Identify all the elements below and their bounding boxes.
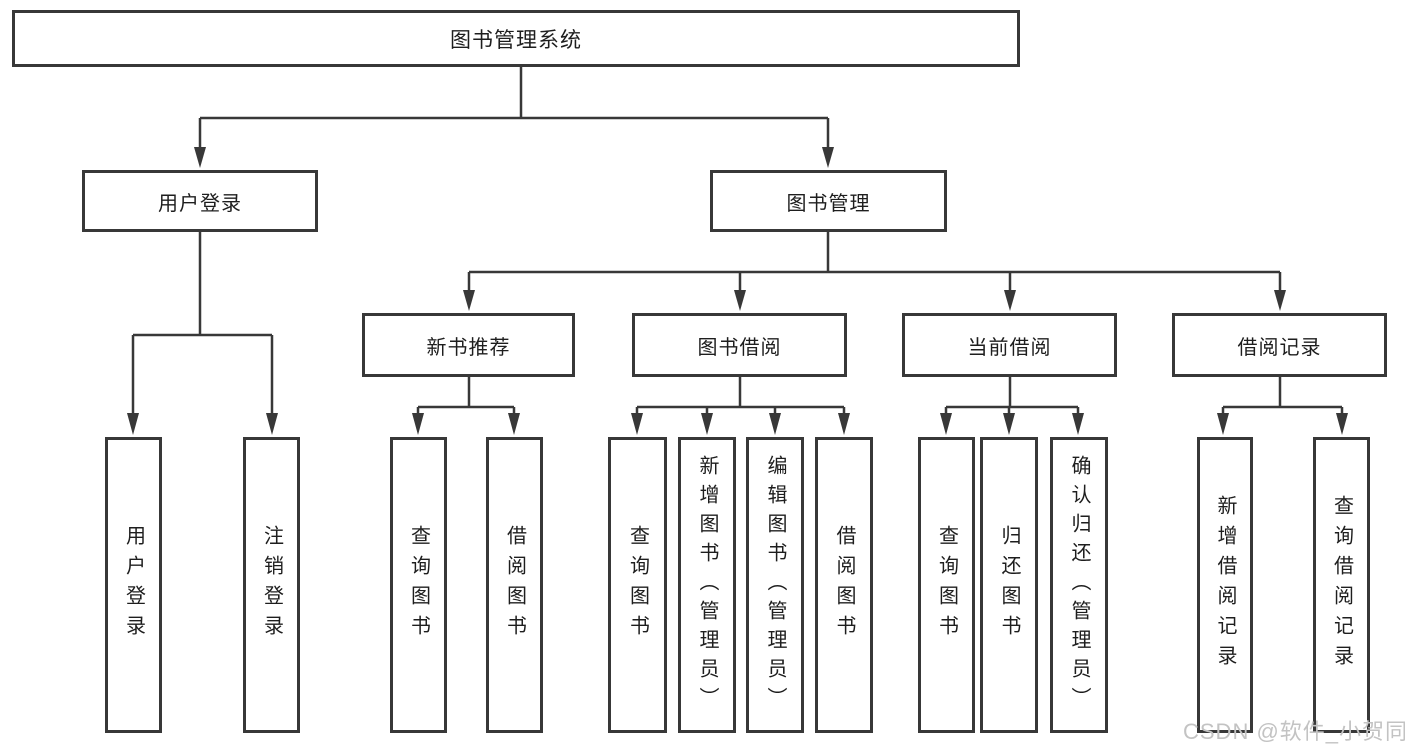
leaf-confirm-return-admin: 确认归还（管理员） xyxy=(1050,437,1108,733)
leaf-user-login-label: 用户登录 xyxy=(122,525,145,645)
node-book-borrowing-label: 图书借阅 xyxy=(697,336,782,359)
leaf-return-books: 归还图书 xyxy=(980,437,1038,733)
node-book-borrowing: 图书借阅 xyxy=(632,313,847,377)
node-borrow-records-label: 借阅记录 xyxy=(1237,336,1322,359)
leaf-query-books-borrowing-label: 查询图书 xyxy=(626,525,649,645)
leaf-logout-label: 注销登录 xyxy=(260,525,283,645)
connector-segments xyxy=(131,67,1344,414)
node-book-management-label: 图书管理 xyxy=(786,192,871,215)
csdn-watermark: CSDN @软件_小贺同学 xyxy=(1183,719,1405,744)
node-root-label: 图书管理系统 xyxy=(450,28,582,52)
arrowheads xyxy=(127,147,1348,435)
leaf-query-books-recommend-label: 查询图书 xyxy=(407,525,430,645)
leaf-borrow-books-borrowing: 借阅图书 xyxy=(815,437,873,733)
leaf-add-books-admin-label: 新增图书（管理员） xyxy=(696,454,718,716)
leaf-query-borrow-record: 查询借阅记录 xyxy=(1313,437,1370,733)
leaf-query-books-current-label: 查询图书 xyxy=(935,525,958,645)
node-user-login: 用户登录 xyxy=(82,170,318,232)
node-new-book-recommend-label: 新书推荐 xyxy=(426,336,511,359)
node-borrow-records: 借阅记录 xyxy=(1172,313,1387,377)
leaf-query-books-borrowing: 查询图书 xyxy=(608,437,667,733)
leaf-logout: 注销登录 xyxy=(243,437,300,733)
leaf-borrow-books-recommend-label: 借阅图书 xyxy=(503,525,526,645)
leaf-edit-books-admin-label: 编辑图书（管理员） xyxy=(764,454,786,716)
leaf-add-borrow-record-label: 新增借阅记录 xyxy=(1214,495,1236,675)
node-user-login-label: 用户登录 xyxy=(158,192,242,215)
leaf-borrow-books-borrowing-label: 借阅图书 xyxy=(833,525,855,645)
leaf-user-login: 用户登录 xyxy=(105,437,162,733)
leaf-return-books-label: 归还图书 xyxy=(998,525,1020,645)
node-current-borrowing: 当前借阅 xyxy=(902,313,1117,377)
leaf-query-books-recommend: 查询图书 xyxy=(390,437,447,733)
node-root-system: 图书管理系统 xyxy=(12,10,1020,67)
leaf-query-borrow-record-label: 查询借阅记录 xyxy=(1330,495,1353,675)
leaf-add-borrow-record: 新增借阅记录 xyxy=(1197,437,1253,733)
leaf-query-books-current: 查询图书 xyxy=(918,437,975,733)
leaf-edit-books-admin: 编辑图书（管理员） xyxy=(746,437,804,733)
leaf-add-books-admin: 新增图书（管理员） xyxy=(678,437,736,733)
leaf-borrow-books-recommend: 借阅图书 xyxy=(486,437,543,733)
node-current-borrowing-label: 当前借阅 xyxy=(967,336,1052,359)
node-new-book-recommend: 新书推荐 xyxy=(362,313,575,377)
node-book-management: 图书管理 xyxy=(710,170,947,232)
leaf-confirm-return-admin-label: 确认归还（管理员） xyxy=(1068,454,1090,716)
